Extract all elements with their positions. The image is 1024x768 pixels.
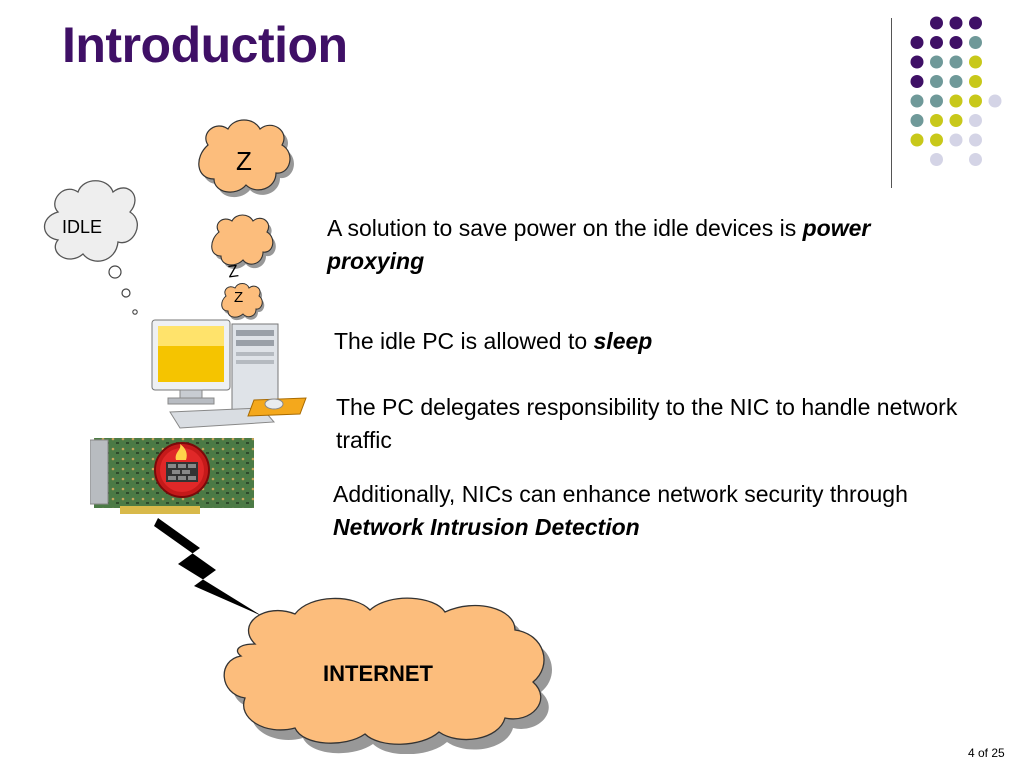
decorative-dot (949, 55, 963, 69)
decorative-dot (930, 153, 943, 166)
desktop-pc-icon (151, 319, 307, 429)
bullet-text: A solution to save power on the idle dev… (327, 215, 803, 241)
page-number: 4 of 25 (968, 746, 1005, 760)
decorative-dot (969, 153, 982, 166)
decorative-dot (949, 114, 963, 127)
bullet-nic-delegation: The PC delegates responsibility to the N… (336, 391, 1016, 457)
decorative-dot (988, 94, 1002, 108)
bullet-emphasis: sleep (593, 328, 653, 354)
decorative-dot (910, 75, 924, 88)
idle-thought-cloud (43, 180, 138, 315)
decorative-dot (930, 55, 943, 69)
decorative-dot (930, 36, 943, 49)
decorative-dot (949, 94, 963, 108)
bullet-sleep: The idle PC is allowed to sleep (334, 325, 894, 358)
sleep-cloud-small (221, 283, 265, 321)
bullet-text: Additionally, NICs can enhance network s… (333, 481, 908, 507)
bullet-network-intrusion: Additionally, NICs can enhance network s… (333, 478, 973, 544)
decorative-dot (949, 36, 963, 49)
decorative-dot (910, 94, 924, 108)
lightning-bolt-icon (154, 518, 262, 616)
decorative-dot (930, 16, 943, 30)
decorative-dot (949, 75, 963, 88)
decorative-dot (969, 114, 982, 127)
decorative-dot (930, 75, 943, 88)
sleep-z-small: Z (234, 289, 244, 306)
bullet-power-proxying: A solution to save power on the idle dev… (327, 212, 907, 278)
bullet-text: The idle PC is allowed to (334, 328, 594, 354)
sleep-cloud-medium (211, 214, 276, 269)
decorative-dot (969, 55, 982, 69)
bullet-text: The PC delegates responsibility to the N… (336, 394, 958, 453)
decorative-dot-grid (910, 16, 1002, 166)
sleep-cloud-large (198, 119, 294, 198)
decorative-dot (910, 55, 924, 69)
decorative-dot (969, 133, 982, 147)
nic-card-firewall-icon (90, 438, 254, 514)
idle-label: IDLE (62, 217, 103, 237)
bullet-emphasis: power proxying (327, 215, 871, 274)
bullet-emphasis: Network Intrusion Detection (333, 514, 640, 540)
decorative-dot (949, 16, 963, 30)
internet-label: INTERNET (323, 661, 433, 686)
decorative-dot (969, 36, 982, 49)
decorative-divider-line (891, 18, 892, 188)
slide-title: Introduction (62, 17, 348, 73)
decorative-dot (930, 114, 943, 127)
decorative-dot (930, 133, 943, 147)
decorative-dot (949, 133, 963, 147)
decorative-dot (969, 94, 982, 108)
sleep-z-large: Z (236, 146, 252, 176)
decorative-dot (930, 94, 943, 108)
internet-cloud (223, 597, 552, 754)
decorative-dot (910, 133, 924, 147)
decorative-dot (910, 114, 924, 127)
decorative-dot (969, 16, 982, 30)
decorative-dot (969, 75, 982, 88)
decorative-dot (910, 36, 924, 49)
